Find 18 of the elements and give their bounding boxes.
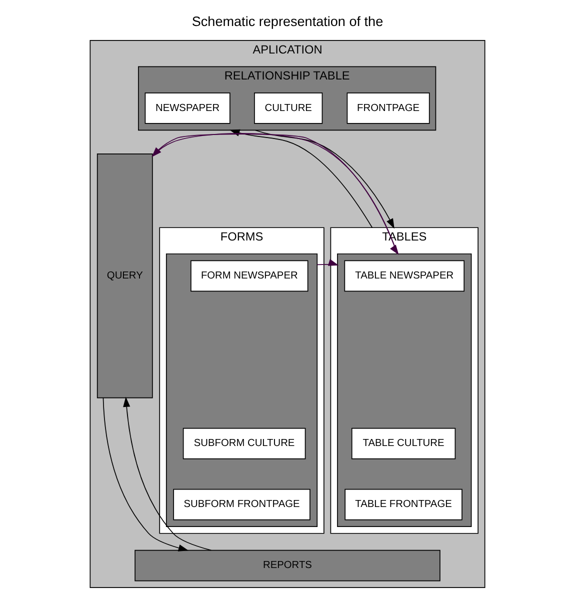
node-box: QUERY [96, 154, 152, 398]
node-box: NEWSPAPER [144, 92, 230, 124]
node-box: FORM NEWSPAPER [190, 260, 308, 292]
node-box: SUBFORM FRONTPAGE [172, 488, 310, 520]
cluster [336, 253, 472, 528]
node-box: SUBFORM CULTURE [182, 428, 306, 460]
diagram-title: Schematic representation of the [191, 14, 383, 29]
node-box: TABLE NEWSPAPER [344, 260, 464, 292]
arrow [254, 130, 394, 229]
arrow [102, 398, 188, 552]
node-box: TABLE FRONTPAGE [344, 488, 462, 520]
arrow [316, 259, 338, 266]
node-box: FRONTPAGE [346, 92, 430, 124]
node-box: CULTURE [254, 92, 322, 124]
node-box: REPORTS [134, 550, 440, 582]
cluster [165, 253, 318, 528]
node-box: TABLE CULTURE [350, 428, 456, 460]
arrow [122, 396, 212, 551]
